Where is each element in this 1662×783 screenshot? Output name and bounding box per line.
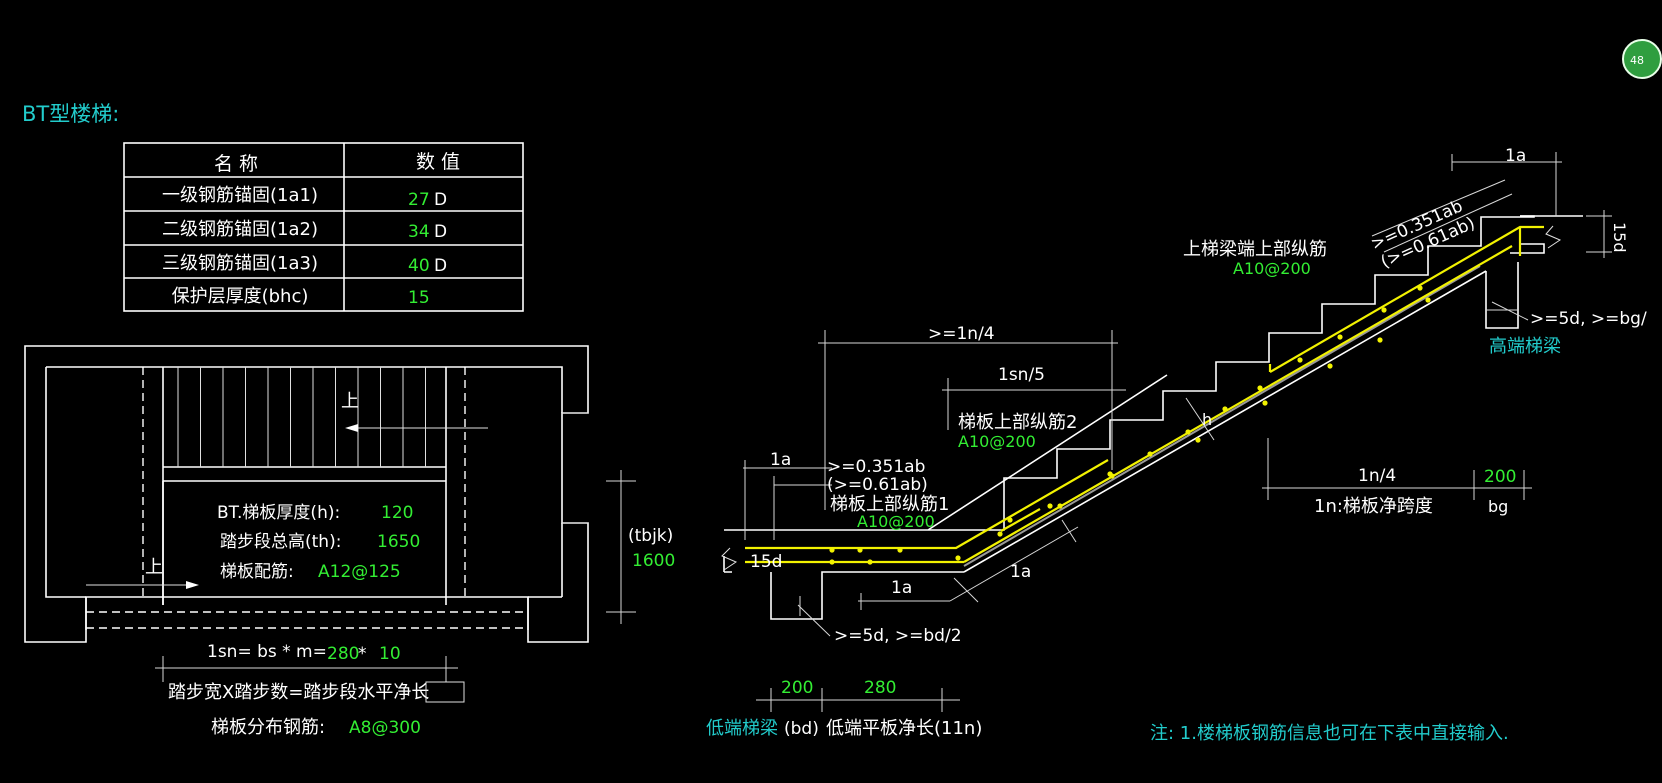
note-text: 注: 1.楼梯板钢筋信息也可在下表中直接输入. [1150, 723, 1509, 744]
arrow-right-icon [186, 581, 199, 589]
m-value[interactable]: 10 [379, 644, 401, 664]
rebar-dot [897, 547, 903, 553]
rebar-dot [1107, 471, 1113, 477]
dim-ln4-top: >=1n/4 [928, 324, 995, 344]
anchor-parameter-table: 名 称 数 值 一级钢筋锚固(1a1) 27 D 二级钢筋锚固(1a2) 34 … [123, 142, 524, 312]
rebar-dot [1381, 307, 1387, 313]
high-beam-label: 高端梯梁 [1489, 336, 1561, 357]
bs-value[interactable]: 280 [327, 644, 359, 664]
thickness-label: BT.梯板厚度(h): [217, 503, 340, 523]
bd-label: (bd) [784, 719, 819, 739]
dim-la-bottom1: 1a [891, 578, 912, 598]
rebar-dot [1337, 334, 1343, 340]
rebar-section-dots [829, 285, 1431, 565]
top-bar1-value[interactable]: A10@200 [857, 512, 935, 531]
rebar-dot [1047, 503, 1053, 509]
height-label: 踏步段总高(th): [220, 532, 341, 552]
lsn-label: 1sn= bs * m= [207, 642, 327, 662]
dim-la-bottom2: 1a [1010, 562, 1031, 582]
upper-beam-bar-value[interactable]: A10@200 [1233, 259, 1311, 278]
low-beam-label: 低端梯梁 [706, 718, 778, 739]
rebar-dot [829, 547, 835, 553]
height-value[interactable]: 1650 [377, 532, 420, 552]
dim-200-low[interactable]: 200 [781, 678, 813, 698]
dim-ln4-right: 1n/4 [1358, 466, 1396, 486]
table-row-name: 三级钢筋锚固(1a3) [162, 253, 318, 274]
dim-15d-left: 15d [750, 552, 782, 572]
table-row-unit: D [434, 190, 447, 210]
rebar-dot [1417, 285, 1423, 291]
rebar-label: 梯板配筋: [220, 562, 294, 582]
rebar-dot [1377, 337, 1383, 343]
formula-text: 踏步宽X踏步数=踏步段水平净长 [168, 682, 429, 703]
dist-rebar-label: 梯板分布钢筋: [211, 717, 325, 738]
rebar-dot [857, 547, 863, 553]
table-row-value[interactable]: 34 [408, 222, 430, 242]
notification-badge[interactable]: 48 [1622, 39, 1662, 79]
top-bar1-label: 梯板上部纵筋1 [830, 494, 949, 515]
dist-rebar-value[interactable]: A8@300 [349, 718, 421, 738]
table-row-value[interactable]: 40 [408, 256, 430, 276]
rebar-dot [1425, 297, 1431, 303]
rebar-dot [1147, 451, 1153, 457]
rebar-dot [1185, 429, 1191, 435]
dim-5d-right: >=5d, >=bg/ [1530, 309, 1647, 329]
rebar-dot [1262, 400, 1268, 406]
dim-lsn5: 1sn/5 [998, 365, 1045, 385]
up-label-bottom: 上 [145, 557, 163, 578]
table-row-unit: D [434, 256, 447, 276]
tbjk-value[interactable]: 1600 [632, 551, 675, 571]
rebar-dot [1327, 363, 1333, 369]
dim-15d-right: 15d [1610, 222, 1629, 253]
ln-span-label: 1n:梯板净跨度 [1314, 496, 1433, 517]
table-row-unit: D [434, 222, 447, 242]
table-row-name: 保护层厚度(bhc) [172, 286, 309, 307]
rebar-dot [867, 559, 873, 565]
top-bar2-label: 梯板上部纵筋2 [958, 412, 1077, 433]
rebar-dot [1222, 406, 1228, 412]
dim-5d-bottom: >=5d, >=bd/2 [834, 626, 962, 646]
rebar-dot [1257, 385, 1263, 391]
dim-280-low[interactable]: 280 [864, 678, 896, 698]
page-title: BT型楼梯: [22, 102, 119, 126]
times-symbol: * [358, 644, 367, 664]
top-bar2-value[interactable]: A10@200 [958, 432, 1036, 451]
table-row-name: 二级钢筋锚固(1a2) [162, 219, 318, 240]
table-row-value[interactable]: 15 [408, 288, 430, 308]
anchor-ratio-b: (>=0.61ab) [827, 475, 928, 495]
rebar-dot [1297, 357, 1303, 363]
rebar-dot [829, 559, 835, 565]
up-label-top: 上 [341, 391, 359, 412]
rebar-dot [1195, 437, 1201, 443]
stair-treads [177, 367, 426, 467]
h-label: h [1202, 410, 1212, 429]
rebar-dot [997, 531, 1003, 537]
rebar-dot [1007, 517, 1013, 523]
rebar-dot [1057, 503, 1063, 509]
tbjk-label: (tbjk) [628, 526, 673, 546]
table-header-name: 名 称 [214, 153, 258, 175]
dim-200-right[interactable]: 200 [1484, 467, 1516, 487]
stair-section-view: >=1n/4 1sn/5 梯板上部纵筋2 A10@200 1a >=0.351a… [706, 146, 1647, 744]
table-header-value: 数 值 [416, 151, 460, 173]
low-slab-label: 低端平板净长(11n) [826, 718, 982, 739]
thickness-value[interactable]: 120 [381, 503, 413, 523]
table-row-value[interactable]: 27 [408, 190, 430, 210]
dim-la-left: 1a [770, 450, 791, 470]
upper-beam-bar-label: 上梯梁端上部纵筋 [1183, 239, 1327, 260]
anchor-ratio-a: >=0.351ab [827, 457, 925, 477]
rebar-dot [955, 555, 961, 561]
stair-plan-view: 上 上 BT.梯板厚度(h): 120 踏步段总高(th): 1650 梯板配筋… [24, 345, 675, 738]
bg-label: bg [1488, 497, 1508, 516]
table-row-name: 一级钢筋锚固(1a1) [162, 185, 318, 206]
dim-la-top: 1a [1505, 146, 1526, 166]
arrow-left-icon [345, 424, 358, 432]
rebar-value[interactable]: A12@125 [318, 562, 401, 582]
